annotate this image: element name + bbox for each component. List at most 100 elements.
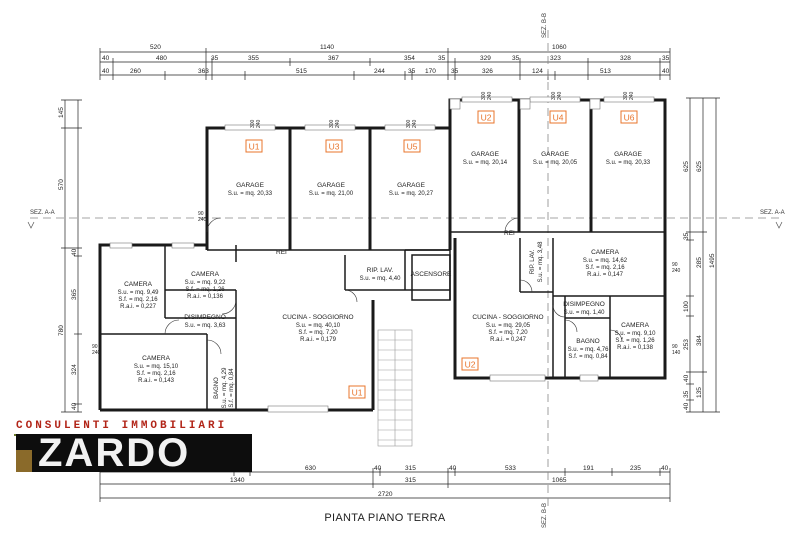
room-rai: R.a.i. = 0,136 [187, 294, 224, 300]
room-area: S.u. = mq. 21,00 [309, 191, 354, 197]
unit-u1-box [245, 139, 263, 153]
unit-label: U3 [329, 142, 340, 152]
svg-text:240: 240 [198, 217, 207, 223]
unit-label: U1 [352, 388, 363, 398]
room-name: GARAGE [397, 182, 425, 189]
dim-left-0: 145 [58, 107, 65, 118]
dim-top-2: 1140 [320, 44, 334, 51]
dim-top-r2-2: 35 [211, 55, 219, 62]
logo-wordmark: ZARDO [16, 433, 252, 473]
room-sf: S.f. = mq. 2,16 [585, 265, 625, 271]
dim-top-r2-0: 40 [102, 55, 110, 62]
company-logo: CONSULENTI IMMOBILIARI ZARDO [14, 420, 252, 473]
room-name: DISIMPEGNO [563, 301, 605, 308]
room-labels: GARAGE S.u. = mq. 20,33 GARAGE S.u. = mq… [118, 151, 657, 408]
dim-top-r3-7: 35 [451, 68, 459, 75]
svg-text:240: 240 [629, 91, 635, 100]
dim-left-4: 780 [58, 325, 65, 336]
room-name: CAMERA [621, 322, 649, 329]
section-bb-bottom: SEZ. B-B [542, 503, 548, 528]
room-rai: R.a.i. = 0,179 [300, 337, 337, 343]
room-area: S.u. = mq. 29,05 [486, 323, 531, 329]
room-area: S.u. = mq. 20,33 [228, 191, 273, 197]
dim-left-2: 40 [71, 248, 78, 256]
room-name-rotated: RIP. LAV. [530, 249, 536, 274]
logo-mark-icon [16, 450, 32, 472]
logo-tagline: CONSULENTI IMMOBILIARI [16, 420, 228, 432]
dim-top-r2-9: 323 [550, 55, 561, 62]
dim-bot-r2-2: 1065 [552, 477, 567, 484]
room-sf: S.f. = mq. 7,20 [488, 330, 528, 336]
room-area: S.u. = mq. 20,27 [389, 191, 434, 197]
dim-bot-r1-5: 40 [449, 465, 457, 472]
unit-u1-apt-box [348, 385, 366, 399]
room-area: S.u. = mq. 20,05 [533, 160, 578, 166]
svg-text:140: 140 [672, 350, 681, 356]
dim-top-r2-1: 480 [156, 55, 167, 62]
room-area-rotated: S.u. = mq. 4,29 [222, 367, 228, 409]
dim-right-6: 384 [696, 335, 703, 346]
dim-right-10: 40 [683, 402, 690, 410]
svg-text:240: 240 [412, 119, 418, 128]
section-bb-top: SEZ. B-B [542, 13, 548, 38]
section-lines: SEZ. A-A SEZ. A-A SEZ. B-B SEZ. B-B [27, 13, 785, 528]
dim-right-4: 100 [683, 301, 690, 312]
dim-top-r2-3: 355 [248, 55, 259, 62]
unit-label: U2 [481, 113, 492, 123]
svg-text:300: 300 [250, 119, 256, 128]
room-area: S.u. = mq. 40,10 [296, 323, 341, 329]
dim-top-r2-4: 367 [328, 55, 339, 62]
room-sf: S.f. = mq. 2,16 [136, 371, 176, 377]
room-name: CUCINA - SOGGIORNO [282, 314, 353, 321]
dim-bot-r1-9: 40 [661, 465, 669, 472]
section-aa-right: SEZ. A-A [760, 210, 785, 216]
room-area: S.u. = mq. 4,40 [360, 276, 402, 282]
room-area: S.u. = mq. 9,10 [615, 331, 657, 337]
room-rai: R.a.i. = 0,227 [120, 304, 157, 310]
room-sf: S.f. = mq. 0,84 [568, 354, 608, 360]
dim-bot-r1-2: 630 [305, 465, 316, 472]
room-area: S.u. = mq. 14,62 [583, 258, 628, 264]
room-name: GARAGE [614, 151, 642, 158]
room-name: CUCINA - SOGGIORNO [472, 314, 543, 321]
dim-top-r3-2: 363 [198, 68, 209, 75]
unit-label: U4 [553, 113, 564, 123]
unit-label: U6 [624, 113, 635, 123]
room-area-rotated: S.u. = mq. 3,48 [538, 241, 544, 283]
plan-title: PIANTA PIANO TERRA [324, 512, 446, 524]
room-sf-rotated: S.f. = mq. 0,84 [229, 368, 235, 408]
windows [109, 96, 655, 413]
svg-text:240: 240 [557, 91, 563, 100]
dim-right-0: 625 [683, 161, 690, 172]
unit-label: U2 [465, 360, 476, 370]
dim-top-r3-9: 124 [532, 68, 543, 75]
walls [98, 98, 667, 412]
svg-text:240: 240 [256, 119, 262, 128]
dim-right-5: 253 [683, 339, 690, 350]
room-rai: R.a.i. = 0,143 [138, 378, 175, 384]
svg-text:300: 300 [623, 91, 629, 100]
room-area: S.u. = mq. 9,22 [185, 280, 227, 286]
dim-left-3: 365 [71, 289, 78, 300]
dim-top-r3-11: 40 [662, 68, 670, 75]
dim-bot-r1-7: 191 [583, 465, 594, 472]
room-name: GARAGE [471, 151, 499, 158]
room-sf: S.f. = mq. 1,26 [185, 287, 225, 293]
dim-right-2: 285 [696, 257, 703, 268]
svg-text:90: 90 [672, 262, 678, 268]
room-sf: S.f. = mq. 7,20 [298, 330, 338, 336]
svg-text:300: 300 [481, 91, 487, 100]
svg-text:240: 240 [487, 91, 493, 100]
room-area: S.u. = mq. 4,76 [568, 347, 610, 353]
dim-top-r2-7: 329 [480, 55, 491, 62]
room-sf: S.f. = mq. 2,16 [118, 297, 158, 303]
dim-top-r2-6: 35 [438, 55, 446, 62]
unit-u3-box [325, 139, 343, 153]
svg-text:300: 300 [551, 91, 557, 100]
room-area: S.u. = mq. 9,49 [118, 290, 160, 296]
room-area: S.u. = mq. 3,63 [185, 323, 227, 329]
doors [164, 217, 623, 355]
room-name: RIP. LAV. [367, 267, 394, 274]
room-name-rotated: BAGNO [214, 377, 220, 399]
